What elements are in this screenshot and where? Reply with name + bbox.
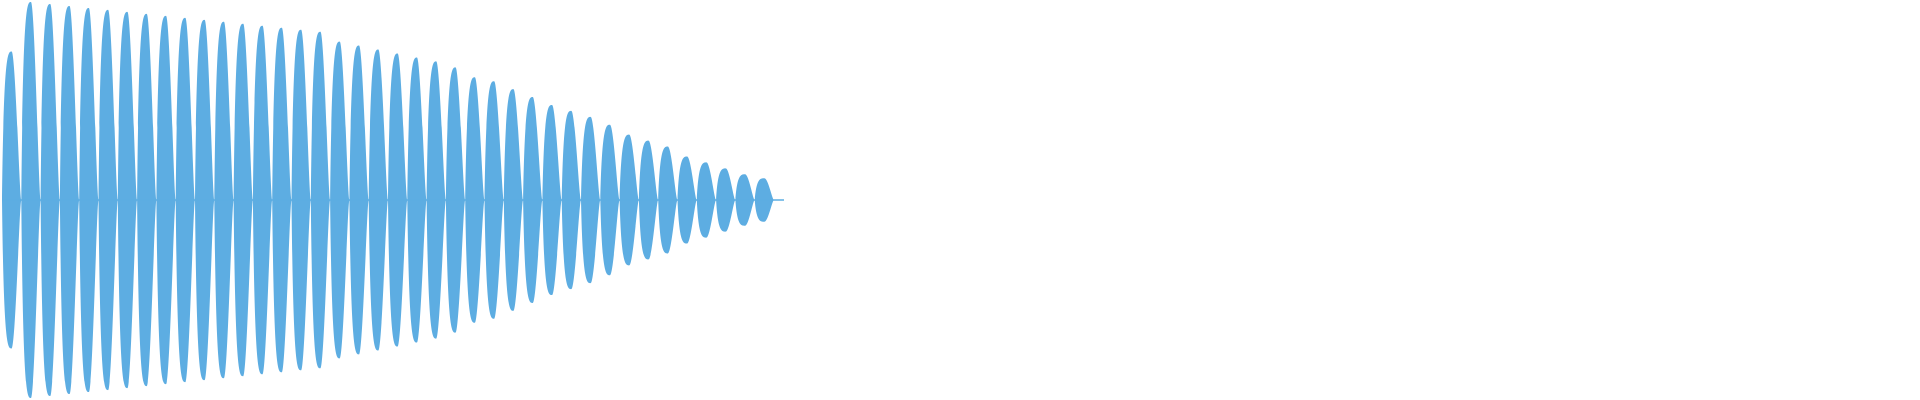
waveform-peaks <box>2 2 784 398</box>
